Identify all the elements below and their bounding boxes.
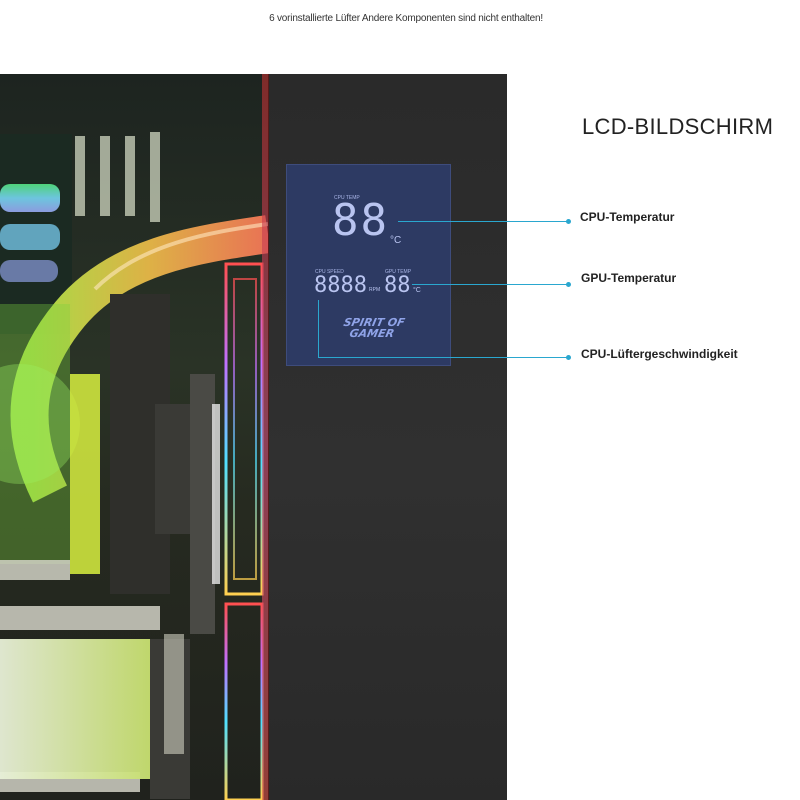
cpu-temp-label: CPU TEMP: [334, 195, 360, 201]
gpu-temp-value: 88: [384, 273, 411, 298]
callout-cpu-fan-speed: CPU-Lüftergeschwindigkeit: [581, 347, 738, 361]
callout-dot-fan-speed: [566, 355, 571, 360]
brand-line-2: GAMER: [348, 327, 396, 340]
gpu-temp-unit: °C: [413, 287, 421, 294]
disclaimer-text: 6 vorinstallierte Lüfter Andere Komponen…: [269, 13, 543, 24]
callout-cpu-temp: CPU-Temperatur: [580, 210, 675, 224]
callout-line-fan-speed-vertical: [318, 300, 319, 357]
cpu-temp-unit: °C: [390, 235, 402, 246]
callout-line-fan-speed: [318, 357, 569, 358]
callout-dot-cpu-temp: [566, 219, 571, 224]
callout-gpu-temp: GPU-Temperatur: [581, 271, 677, 285]
cpu-speed-value: 8888: [314, 273, 367, 298]
callout-line-cpu-temp: [398, 221, 569, 222]
callout-dot-gpu-temp: [566, 282, 571, 287]
case-interior: [0, 74, 268, 800]
cpu-speed-label: CPU SPEED: [315, 269, 344, 275]
lcd-brand-logo: SPIRIT OF GAMER: [321, 316, 426, 340]
cpu-speed-unit: RPM: [369, 287, 381, 293]
gpu-temp-label: GPU TEMP: [385, 269, 412, 275]
lcd-screen: CPU TEMP 88 °C CPU SPEED 8888 RPM GPU TE…: [286, 164, 451, 366]
rgb-edge-glow: [262, 74, 268, 800]
pc-case-photo: CPU TEMP 88 °C CPU SPEED 8888 RPM GPU TE…: [0, 74, 507, 800]
callout-line-gpu-temp: [412, 284, 569, 285]
page-heading: LCD-BILDSCHIRM: [582, 114, 774, 139]
interior-illustration: [0, 132, 268, 800]
cpu-temp-value: 88: [332, 195, 389, 246]
